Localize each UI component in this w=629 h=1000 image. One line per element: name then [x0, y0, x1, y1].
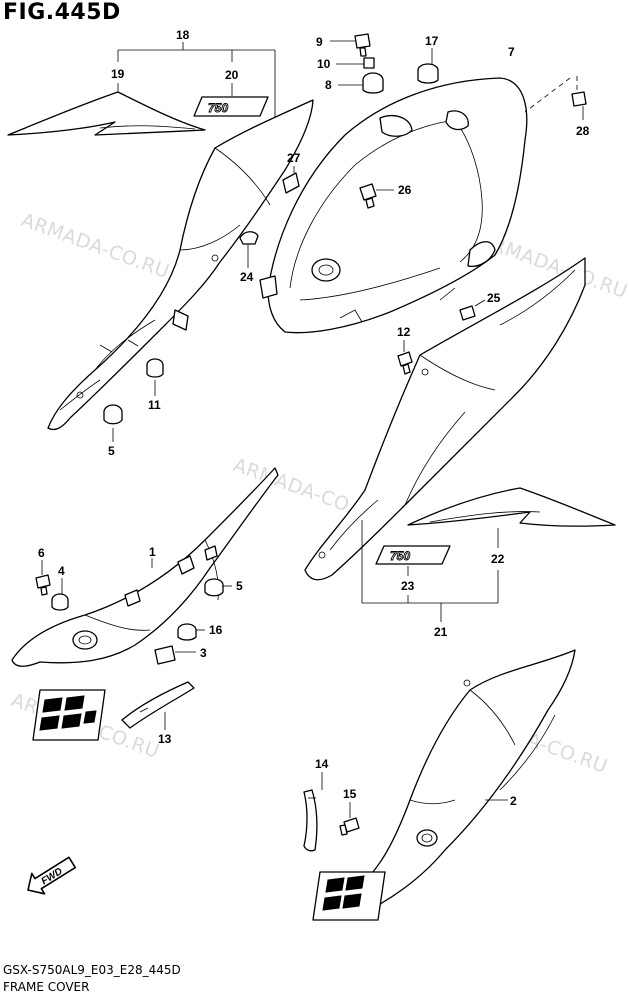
part-23-decal: 750	[375, 545, 451, 565]
part-20-decal: 750	[193, 96, 269, 117]
callout-9: 9	[316, 35, 323, 49]
left-tail-cover	[47, 99, 314, 431]
group-bracket-21	[361, 520, 499, 622]
callout-7: 7	[508, 45, 515, 59]
part-7-rear-cover	[259, 77, 528, 334]
callout-21: 21	[434, 625, 448, 639]
decal-750-right: 750	[390, 549, 410, 563]
callout-6: 6	[38, 546, 45, 560]
watermark-1: ARMADA-CO.RU	[18, 209, 172, 283]
callout-20: 20	[225, 68, 239, 82]
callout-labels: 1 2 3 4 5 5 6 7 8 9 10 11 12 13 14 15 16…	[38, 28, 590, 808]
figure-name: FRAME COVER	[3, 980, 90, 994]
callout-11: 11	[148, 398, 161, 412]
callout-24: 24	[240, 270, 254, 284]
callout-4: 4	[58, 564, 65, 578]
hardware-upper	[103, 33, 486, 442]
figure-title: FIG.445D	[3, 0, 121, 25]
part-22-decal	[407, 487, 616, 527]
callout-13: 13	[158, 732, 172, 746]
part-21-right-tail-cover	[304, 257, 586, 581]
callout-17: 17	[425, 34, 439, 48]
callout-5a: 5	[236, 579, 243, 593]
callout-25: 25	[487, 291, 501, 305]
part-1-left-frame-cover	[11, 467, 279, 741]
callout-1: 1	[149, 545, 156, 559]
decal-750-left: 750	[208, 101, 228, 115]
callout-2: 2	[510, 794, 517, 808]
callout-19: 19	[111, 67, 125, 81]
callout-12: 12	[397, 325, 411, 339]
part-19-decal	[7, 91, 206, 136]
callout-10: 10	[317, 57, 331, 71]
part-28-clip	[524, 76, 587, 120]
callout-27: 27	[287, 151, 301, 165]
callout-18: 18	[176, 28, 190, 42]
hardware-lower-left	[35, 560, 232, 730]
callout-26: 26	[398, 183, 412, 197]
callout-15: 15	[343, 787, 357, 801]
callout-23: 23	[401, 579, 415, 593]
callout-5b: 5	[108, 444, 115, 458]
fwd-arrow: FWD	[27, 856, 77, 895]
callout-3: 3	[200, 646, 207, 660]
callout-14: 14	[315, 757, 329, 771]
callout-8: 8	[325, 78, 332, 92]
callout-22: 22	[491, 552, 505, 566]
figure-code: GSX-S750AL9_E03_E28_445D	[3, 963, 181, 977]
callout-28: 28	[576, 124, 590, 138]
part-2-right-frame-cover	[312, 649, 576, 921]
callout-16: 16	[209, 623, 223, 637]
group-bracket-18	[117, 42, 276, 118]
hardware-lower-right	[303, 772, 360, 852]
